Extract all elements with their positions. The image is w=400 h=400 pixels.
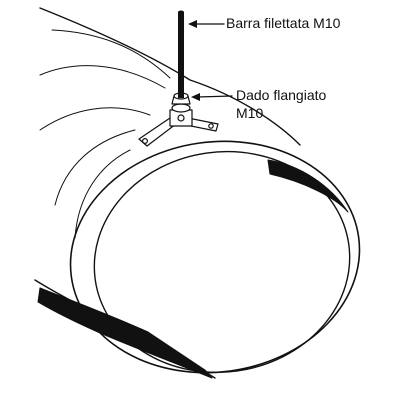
duct-body xyxy=(34,7,301,379)
duct-seam-1 xyxy=(51,29,171,79)
duct-seam-5 xyxy=(74,149,131,239)
lining-band-right xyxy=(267,159,349,213)
opening-outer-ring xyxy=(69,140,361,374)
duct-opening xyxy=(69,140,361,374)
flange-nut-size-label: M10 xyxy=(236,105,264,121)
opening-inner-ring xyxy=(93,150,351,374)
nut-leader-line xyxy=(196,95,233,98)
duct-seam-2 xyxy=(39,65,166,89)
bracket-center-hole xyxy=(177,114,185,122)
callout-leaders xyxy=(188,20,233,101)
lining-band-bottom xyxy=(37,287,213,379)
flange-nut-base xyxy=(171,103,191,113)
threaded-rod-shaft xyxy=(178,12,184,102)
threaded-rod-label: Barra filettata M10 xyxy=(226,15,341,31)
flange-nut xyxy=(171,92,191,113)
duct-top-edge xyxy=(39,7,301,146)
flange-nut-label: Dado flangiato xyxy=(236,87,327,103)
rod-leader-arrowhead xyxy=(188,20,197,28)
threaded-rod-tip xyxy=(178,10,184,14)
bracket-right-hole xyxy=(208,123,214,129)
duct-seam-3 xyxy=(39,107,151,131)
nut-leader-arrowhead xyxy=(191,93,200,101)
flange-nut-rod-through xyxy=(178,92,184,98)
duct-lining xyxy=(37,159,349,379)
threaded-rod xyxy=(178,10,184,102)
hanger-bracket xyxy=(138,109,219,147)
bracket-left-hole xyxy=(142,138,149,145)
duct-seam-4 xyxy=(54,129,136,206)
